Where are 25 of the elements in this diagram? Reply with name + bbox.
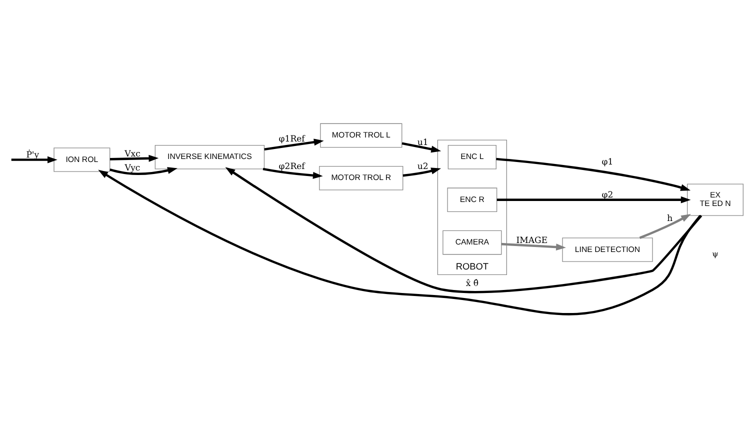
arrow bbox=[496, 196, 691, 204]
edge-label: Vxc bbox=[124, 150, 140, 160]
arrow bbox=[11, 156, 58, 164]
edge-label: IMAGE bbox=[516, 236, 548, 246]
arrow bbox=[110, 167, 178, 176]
edge-label: h bbox=[667, 214, 673, 224]
arrow bbox=[501, 242, 566, 250]
arrow bbox=[98, 170, 702, 316]
edge-label: u2 bbox=[417, 162, 428, 172]
arrow bbox=[496, 158, 691, 191]
arrow bbox=[402, 142, 442, 153]
arrow bbox=[110, 154, 159, 162]
edge-label: φ1 bbox=[602, 158, 614, 168]
edge-label: φ1Ref bbox=[278, 134, 305, 145]
edge-label: φ2Ref bbox=[278, 162, 305, 172]
edge-label: φ2 bbox=[602, 190, 614, 200]
edge-label: x̂ θ̂ bbox=[466, 279, 479, 290]
arrow bbox=[264, 138, 324, 150]
arrow bbox=[402, 168, 442, 177]
edge-label: Ṗ'y bbox=[26, 150, 40, 160]
arrow bbox=[262, 168, 323, 179]
arrow bbox=[225, 167, 702, 294]
edge-label: Vyc bbox=[124, 164, 140, 174]
arrow bbox=[639, 214, 691, 239]
edge-label: u1 bbox=[417, 138, 428, 148]
